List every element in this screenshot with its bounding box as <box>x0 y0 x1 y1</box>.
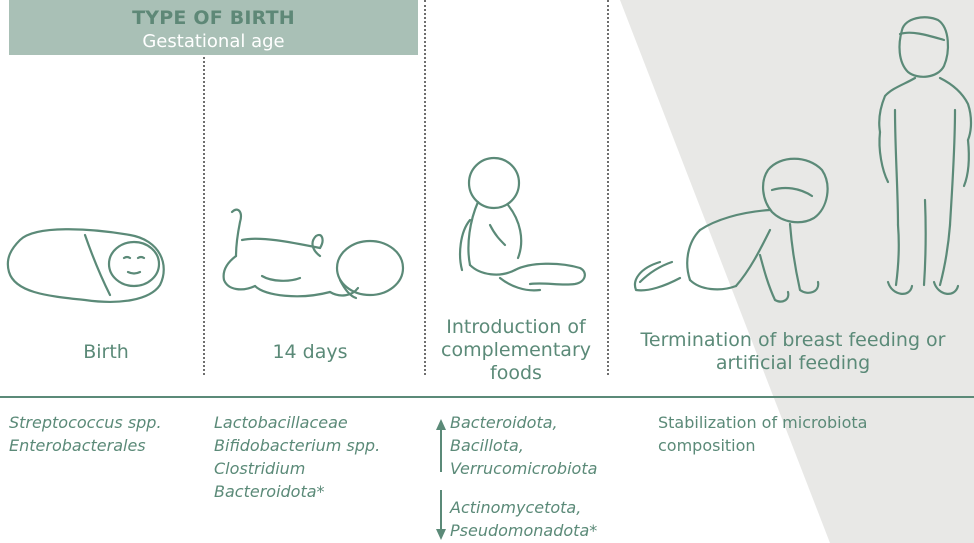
microbiota-item: Verrucomicrobiota <box>450 457 597 480</box>
microbiota-item: Stabilization of microbiota <box>658 411 867 434</box>
microbiota-item: Bacillota, <box>450 434 597 457</box>
up-arrow-icon <box>436 419 446 472</box>
microbiota-item: Actinomycetota, <box>450 496 597 519</box>
microbiota-increase: Bacteroidota, Bacillota, Verrucomicrobio… <box>450 411 597 480</box>
microbiota-item: Bacteroidota, <box>450 411 597 434</box>
microbiota-decrease: Actinomycetota, Pseudomonadota* <box>450 496 597 542</box>
microbiota-item: Pseudomonadota* <box>450 519 597 542</box>
microbiota-stabilization: Stabilization of microbiota composition <box>658 411 867 457</box>
microbiota-item: composition <box>658 434 867 457</box>
down-arrow-icon <box>436 490 446 540</box>
